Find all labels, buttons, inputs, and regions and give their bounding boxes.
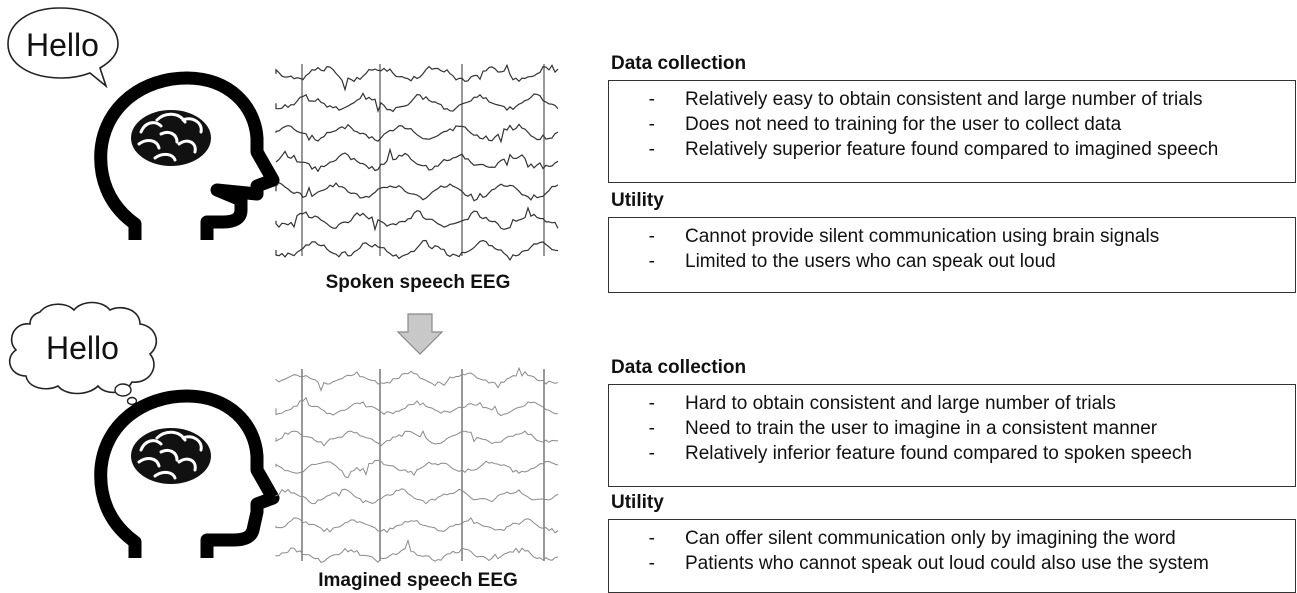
list-item: -Limited to the users who can speak out …	[648, 251, 1056, 272]
list-item: -Relatively inferior feature found compa…	[648, 443, 1192, 464]
imagined-eeg-caption: Imagined speech EEG	[318, 570, 518, 591]
eeg-trace	[275, 206, 559, 232]
list-item: -Relatively superior feature found compa…	[648, 139, 1219, 160]
top-utility-heading: Utility	[611, 190, 664, 211]
speech-bubble	[7, 7, 119, 89]
top-data-collection-heading: Data collection	[611, 53, 747, 74]
list-item: -Patients who cannot speak out loud coul…	[648, 553, 1209, 574]
thought-bubble-text: Hello	[46, 330, 119, 366]
list-item: -Relatively easy to obtain consistent an…	[648, 89, 1203, 110]
eeg-trace	[275, 430, 558, 447]
eeg-trace	[275, 181, 559, 202]
top-utility-box: -Cannot provide silent communication usi…	[608, 217, 1296, 293]
eeg-trace	[275, 239, 559, 262]
head-imagining-icon	[94, 389, 280, 558]
eeg-trace	[275, 123, 559, 144]
head-speaking-icon	[94, 71, 280, 240]
eeg-trace	[275, 396, 559, 417]
down-arrow-icon	[396, 313, 444, 355]
list-item: -Cannot provide silent communication usi…	[648, 226, 1160, 247]
eeg-trace	[275, 92, 559, 114]
bottom-utility-heading: Utility	[611, 492, 664, 513]
spoken-eeg-caption: Spoken speech EEG	[325, 272, 511, 293]
brain-icon	[131, 110, 211, 166]
spoken-speech-eeg-plot	[275, 63, 559, 262]
list-item: -Does not need to training for the user …	[648, 114, 1122, 135]
eeg-trace	[275, 488, 559, 505]
thought-bubble	[8, 301, 158, 406]
list-item: -Need to train the user to imagine in a …	[648, 418, 1158, 439]
eeg-trace	[275, 147, 559, 173]
bottom-data-collection-heading: Data collection	[611, 357, 747, 378]
eeg-trace	[275, 366, 559, 392]
eeg-trace	[275, 538, 559, 564]
bottom-utility-box: -Can offer silent communication only by …	[608, 519, 1296, 593]
bottom-data-collection-box: -Hard to obtain consistent and large num…	[608, 384, 1296, 487]
eeg-trace	[275, 459, 559, 479]
imagined-speech-eeg-plot	[275, 366, 559, 564]
eeg-trace	[275, 517, 559, 534]
list-item: -Hard to obtain consistent and large num…	[648, 393, 1116, 414]
list-item: -Can offer silent communication only by …	[648, 528, 1176, 549]
eeg-trace	[275, 63, 559, 92]
brain-icon	[131, 428, 211, 484]
speech-bubble-text: Hello	[26, 27, 99, 63]
top-data-collection-box: -Relatively easy to obtain consistent an…	[608, 80, 1296, 183]
